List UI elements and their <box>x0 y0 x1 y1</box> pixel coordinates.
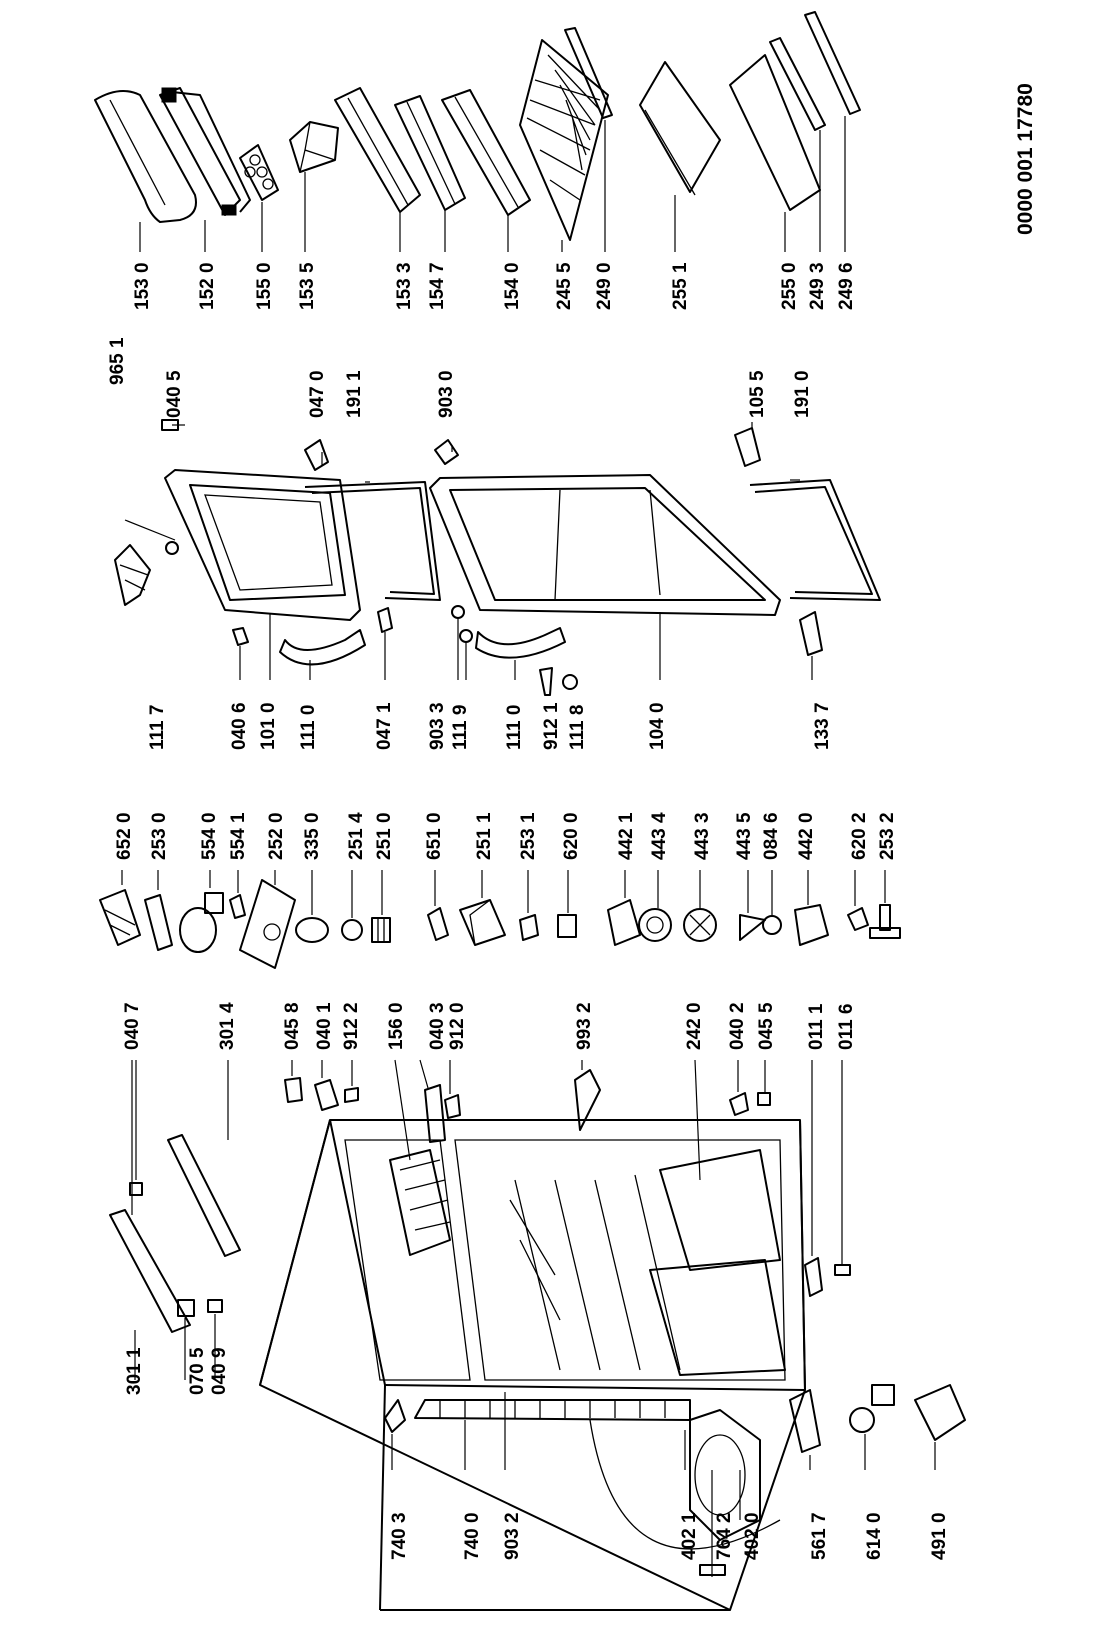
part-label: 614 0 <box>864 1512 885 1560</box>
part-label: 111 9 <box>450 705 471 750</box>
door-shelf-leaders <box>139 116 846 252</box>
part-label: 251 4 <box>346 812 367 860</box>
part-label: 084 6 <box>761 812 782 860</box>
part-label: 133 7 <box>812 702 833 750</box>
door-leaders <box>124 422 813 680</box>
part-label: 153 0 <box>132 262 153 310</box>
part-label: 047 1 <box>374 702 395 750</box>
part-label: 045 8 <box>282 1002 303 1050</box>
part-label: 040 6 <box>229 702 250 750</box>
part-label: 191 1 <box>344 370 365 418</box>
part-number-labels: 153 0 152 0 155 0 153 5 153 3 154 7 154 0 245 5… <box>107 262 950 1560</box>
control-parts <box>99 879 901 969</box>
part-label: 561 7 <box>809 1512 830 1560</box>
part-label: 047 0 <box>307 370 328 418</box>
part-label: 903 0 <box>436 370 457 418</box>
part-label: 740 3 <box>389 1512 410 1560</box>
part-label: 245 5 <box>554 262 575 310</box>
part-label: 442 0 <box>796 812 817 860</box>
control-leaders <box>121 870 886 918</box>
door-shelf-parts <box>94 11 861 241</box>
part-label: 242 0 <box>684 1002 705 1050</box>
part-label: 111 8 <box>567 705 588 750</box>
part-label: 040 3 <box>427 1002 448 1050</box>
part-label: 040 7 <box>122 1002 143 1050</box>
part-label: 740 0 <box>462 1512 483 1560</box>
part-label: 154 7 <box>427 262 448 310</box>
part-label: 402 1 <box>679 1512 700 1560</box>
part-label: 070 5 <box>187 1347 208 1395</box>
part-label: 040 5 <box>164 370 185 418</box>
part-label: 903 2 <box>502 1512 523 1560</box>
cabinet-parts <box>109 1069 966 1611</box>
part-label: 253 2 <box>877 812 898 860</box>
part-label: 965 1 <box>107 337 128 385</box>
part-label: 101 0 <box>258 702 279 750</box>
part-label: 301 4 <box>217 1002 238 1050</box>
part-label: 040 9 <box>209 1347 230 1395</box>
part-label: 764 2 <box>714 1512 735 1560</box>
part-label: 045 5 <box>756 1002 777 1050</box>
part-label: 251 0 <box>374 812 395 860</box>
part-label: 491 0 <box>929 1512 950 1560</box>
part-label: 111 0 <box>504 705 525 750</box>
part-label: 652 0 <box>114 812 135 860</box>
part-label: 011 1 <box>806 1003 827 1050</box>
part-label: 335 0 <box>302 812 323 860</box>
part-label: 993 2 <box>574 1002 595 1050</box>
part-label: 253 0 <box>149 812 170 860</box>
part-label: 105 5 <box>747 370 768 418</box>
part-label: 554 1 <box>228 812 249 860</box>
part-label: 156 0 <box>386 1002 407 1050</box>
part-label: 249 6 <box>836 262 857 310</box>
part-label: 620 0 <box>561 812 582 860</box>
part-label: 191 0 <box>792 370 813 418</box>
part-label: 111 7 <box>147 705 168 750</box>
part-label: 251 1 <box>474 812 495 860</box>
part-label: 443 4 <box>649 812 670 860</box>
part-label: 253 1 <box>518 812 539 860</box>
part-label: 912 2 <box>341 1002 362 1050</box>
part-label: 153 5 <box>297 262 318 310</box>
part-label: 153 3 <box>394 262 415 310</box>
part-label: 040 1 <box>314 1002 335 1050</box>
part-label: 402 0 <box>742 1512 763 1560</box>
part-label: 255 1 <box>670 262 691 310</box>
part-label: 040 2 <box>727 1002 748 1050</box>
part-label: 152 0 <box>197 262 218 310</box>
part-label: 154 0 <box>502 262 523 310</box>
part-label: 111 0 <box>298 705 319 750</box>
part-label: 443 5 <box>734 812 755 860</box>
part-label: 249 0 <box>594 262 615 310</box>
document-number: 0000 001 17780 <box>1014 83 1037 235</box>
part-label: 104 0 <box>647 702 668 750</box>
part-label: 011 6 <box>836 1004 857 1051</box>
part-label: 912 1 <box>541 702 562 750</box>
part-label: 255 0 <box>779 262 800 310</box>
cabinet-leaders <box>131 1059 936 1577</box>
part-label: 249 3 <box>807 262 828 310</box>
part-label: 554 0 <box>199 812 220 860</box>
part-label: 301 1 <box>124 1347 145 1395</box>
part-label: 903 3 <box>427 702 448 750</box>
part-label: 620 2 <box>849 812 870 860</box>
part-label: 443 3 <box>692 812 713 860</box>
part-label: 912 0 <box>447 1002 468 1050</box>
part-label: 155 0 <box>254 262 275 310</box>
part-label: 651 0 <box>424 812 445 860</box>
part-label: 252 0 <box>266 812 287 860</box>
door-parts <box>114 419 881 696</box>
part-label: 442 1 <box>616 812 637 860</box>
